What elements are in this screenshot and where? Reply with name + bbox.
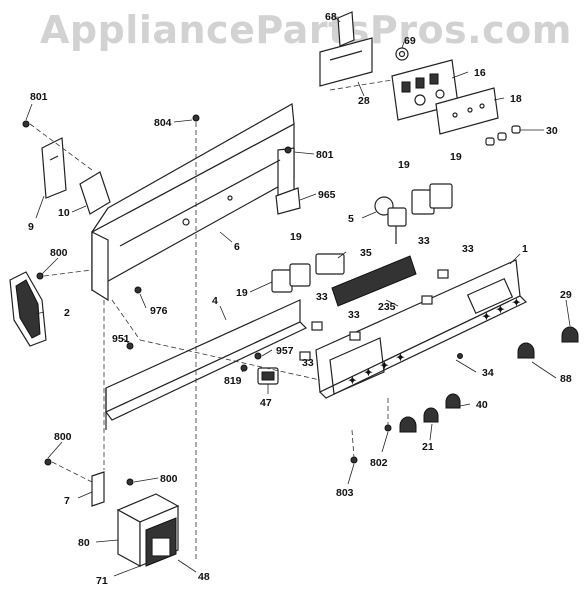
panel-stars: ✦ ✦ ✦ ✦ ✦ ✦ ✦ — [348, 297, 521, 387]
backguard-frame-6 — [91, 103, 295, 302]
callout-33-b: 33 — [462, 243, 474, 255]
callout-33-c: 33 — [316, 291, 328, 303]
callout-71: 71 — [96, 575, 108, 587]
callout-803: 803 — [336, 487, 354, 499]
callout-819: 819 — [224, 375, 242, 387]
callout-7: 7 — [64, 495, 70, 507]
callout-2: 2 — [64, 307, 70, 319]
callout-33-e: 33 — [302, 357, 314, 369]
svg-text:✦: ✦ — [396, 352, 405, 364]
control-panel-1: ✦ ✦ ✦ ✦ ✦ ✦ ✦ — [315, 259, 528, 399]
callout-800-mid: 800 — [54, 431, 72, 443]
callout-40: 40 — [476, 399, 488, 411]
callout-30: 30 — [546, 125, 558, 137]
svg-text:✦: ✦ — [348, 375, 357, 387]
callout-69: 69 — [404, 35, 416, 47]
callout-6: 6 — [234, 241, 240, 253]
assembly-lines — [29, 79, 393, 560]
callout-47: 47 — [260, 397, 272, 409]
nut-69 — [395, 47, 409, 61]
callout-5: 5 — [348, 213, 354, 225]
switches-19 — [271, 183, 453, 293]
callout-951: 951 — [112, 333, 130, 345]
callout-4: 4 — [212, 295, 218, 307]
callout-235: 235 — [378, 301, 396, 313]
callout-labels: 68 69 16 18 28 30 801 804 801 965 19 19 … — [28, 11, 572, 587]
callout-10: 10 — [58, 207, 70, 219]
transformer-80-71 — [116, 493, 180, 568]
callout-9: 9 — [28, 221, 34, 233]
callout-1: 1 — [522, 243, 528, 255]
bracket-7 — [91, 471, 105, 507]
svg-text:✦: ✦ — [364, 367, 373, 379]
side-bracket-9 — [41, 137, 67, 199]
screws — [22, 114, 463, 486]
callout-34: 34 — [482, 367, 494, 379]
end-cap-2 — [9, 271, 47, 347]
small-clips-33 — [299, 269, 449, 361]
clock-bracket-28 — [319, 11, 373, 87]
buttons-30 — [485, 125, 521, 146]
callout-19-d: 19 — [236, 287, 248, 299]
callout-801-top: 801 — [30, 91, 48, 103]
callout-35: 35 — [360, 247, 372, 259]
callout-801-right: 801 — [316, 149, 334, 161]
callout-80: 80 — [78, 537, 90, 549]
overlay-18 — [435, 87, 499, 135]
bracket-965 — [275, 187, 301, 215]
callout-88: 88 — [560, 373, 572, 385]
callout-802: 802 — [370, 457, 388, 469]
callout-800-low: 800 — [160, 473, 178, 485]
circuit-board-235 — [331, 255, 417, 307]
knobs — [399, 326, 579, 433]
callout-28: 28 — [358, 95, 370, 107]
infinite-switch-5 — [374, 196, 407, 244]
svg-text:✦: ✦ — [512, 297, 521, 309]
callout-21: 21 — [422, 441, 434, 453]
watermark: AppliancePartsPros.com — [40, 8, 572, 52]
svg-text:✦: ✦ — [482, 311, 491, 323]
callout-33-a: 33 — [418, 235, 430, 247]
callout-976: 976 — [150, 305, 168, 317]
leader-lines — [25, 17, 571, 577]
callout-19-c: 19 — [290, 231, 302, 243]
svg-text:✦: ✦ — [496, 304, 505, 316]
callout-19-a: 19 — [398, 159, 410, 171]
callout-965: 965 — [318, 189, 336, 201]
lower-channel-4 — [105, 299, 308, 430]
callout-804: 804 — [154, 117, 172, 129]
callout-800-left: 800 — [50, 247, 68, 259]
callout-19-b: 19 — [450, 151, 462, 163]
callout-33-d: 33 — [348, 309, 360, 321]
callout-16: 16 — [474, 67, 486, 79]
relay-35 — [315, 253, 345, 275]
callout-48: 48 — [198, 571, 210, 583]
callout-29: 29 — [560, 289, 572, 301]
svg-text:✦: ✦ — [380, 360, 389, 372]
callout-18: 18 — [510, 93, 522, 105]
side-bracket-10 — [79, 171, 111, 215]
callout-68: 68 — [325, 11, 337, 23]
callout-957: 957 — [276, 345, 294, 357]
